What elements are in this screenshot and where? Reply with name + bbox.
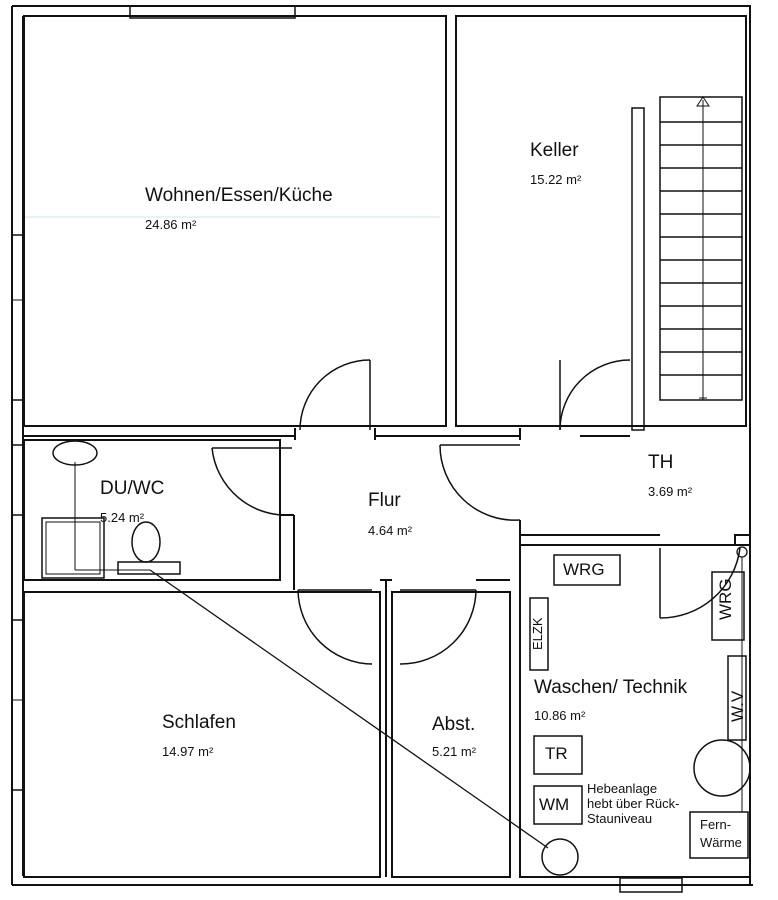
elzk-box — [529, 597, 549, 671]
room-area-abst: 5.21 m² — [432, 744, 477, 759]
wall-abst — [391, 591, 511, 878]
fixture-wrg-side: WRG — [716, 578, 735, 620]
room-area-waschen: 10.86 m² — [534, 708, 586, 723]
window-top — [129, 5, 296, 19]
fixture-wv: W.V — [728, 690, 747, 722]
door-wohnen — [299, 359, 371, 431]
fixture-tr: TR — [545, 744, 568, 763]
stair-wall — [631, 107, 645, 431]
door-schlafen — [297, 589, 373, 665]
fixture-wrg-top: WRG — [563, 560, 605, 579]
boiler-icon — [693, 739, 751, 797]
room-name-duwc: DU/WC — [100, 478, 165, 499]
room-area-schlafen: 14.97 m² — [162, 744, 214, 759]
room-area-th: 3.69 m² — [648, 484, 693, 499]
wv-box — [727, 655, 747, 741]
room-name-abst: Abst. — [432, 714, 476, 735]
outer-wall — [12, 5, 751, 545]
fixture-fernwaerme-2: Wärme — [700, 835, 742, 850]
wall-keller — [455, 15, 747, 427]
room-name-keller: Keller — [530, 140, 579, 161]
stair — [659, 96, 743, 401]
door-th — [439, 444, 521, 521]
room-area-wohnen: 24.86 m² — [145, 217, 197, 232]
door-waschen — [659, 547, 741, 619]
drain-line — [149, 569, 549, 849]
room-name-th: TH — [648, 452, 674, 473]
door-duwc — [211, 447, 293, 516]
room-name-flur: Flur — [368, 490, 401, 511]
wall-waschen — [519, 544, 751, 878]
room-name-waschen: Waschen/ Technik — [534, 677, 688, 698]
fixture-hebeanlage-2: hebt über Rück- — [587, 796, 680, 811]
fixture-fernwaerme-1: Fern- — [700, 817, 732, 832]
shower-tray-icon — [41, 517, 105, 579]
tr-box — [533, 735, 583, 775]
toilet-icon — [131, 521, 161, 563]
pump-icon — [541, 838, 579, 876]
wrg-top-box — [553, 554, 621, 586]
room-area-keller: 15.22 m² — [530, 172, 582, 187]
wall-schlafen — [23, 591, 381, 878]
fixture-elzk: ELZK — [530, 617, 545, 650]
room-name-schlafen: Schlafen — [162, 712, 236, 733]
wall-duwc — [23, 439, 281, 581]
door-keller — [559, 359, 631, 431]
wm-box — [533, 785, 583, 825]
room-area-duwc: 5.24 m² — [100, 510, 145, 525]
room-area-flur: 4.64 m² — [368, 523, 413, 538]
fernwaerme-box — [689, 811, 749, 859]
fixture-hebeanlage-1: Hebeanlage — [587, 781, 658, 796]
room-name-wohnen: Wohnen/Essen/Küche — [145, 185, 333, 206]
fixture-hebeanlage-3: Stauniveau — [587, 811, 653, 826]
door-abst — [399, 589, 477, 665]
wrg-side-box — [711, 571, 745, 641]
washbasin-icon — [52, 440, 98, 466]
fixture-wm: WM — [539, 795, 570, 814]
wall-wohnen — [23, 15, 447, 427]
